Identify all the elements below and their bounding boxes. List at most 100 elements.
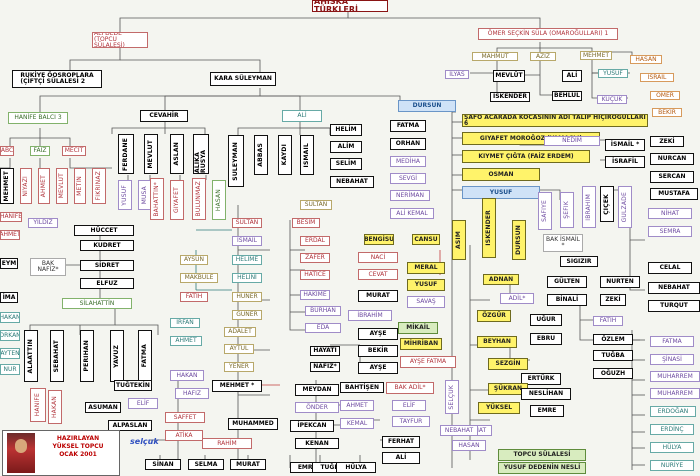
person-node-sultan-a: SULTAN	[300, 200, 332, 210]
person-node-ayten: AYTEN	[0, 348, 20, 359]
person-name: EMRAH	[297, 463, 323, 471]
person-node-helim: HELİM	[330, 124, 362, 136]
person-node-turqut: TURQUT	[648, 300, 700, 312]
person-node-tugba-r: TUĞBA	[593, 350, 633, 361]
person-name: GIYAFET	[173, 186, 180, 214]
person-node-ferhat: FERHAT	[382, 436, 420, 448]
person-node-cicek: ÇİÇEK	[600, 186, 614, 222]
person-node-lima: İMA	[0, 292, 18, 303]
person-name: HASAN	[458, 441, 480, 449]
person-name: SELİM	[335, 160, 357, 167]
person-name: TUĞBA	[320, 463, 344, 471]
person-name: SAFFET	[173, 413, 197, 421]
person-name: SEZGİN	[495, 360, 521, 367]
person-name: MİKAİL	[406, 324, 430, 331]
person-name: METİN	[76, 176, 83, 196]
person-name: ÖNDER	[306, 403, 328, 411]
person-name: İBRAHİM	[585, 193, 592, 221]
person-name: FAİZ	[33, 147, 47, 154]
person-name: UĞUR	[536, 316, 556, 323]
person-name: ELİF	[136, 399, 150, 407]
person-name: YÜKSEL	[485, 404, 513, 411]
person-name: SELMA	[194, 460, 218, 468]
person-node-sidret: SİDRET	[80, 260, 134, 271]
person-node-helime: HELİME	[232, 255, 262, 265]
person-name: SEBAHAT	[53, 339, 60, 373]
person-name: BAK NAFİZ*	[37, 260, 59, 273]
person-name: ALAATTİN	[27, 338, 34, 374]
person-node-hasan-o: HASAN	[630, 55, 662, 64]
person-node-sevgi: SEVGİ	[390, 173, 426, 184]
person-name: KAYDI	[281, 144, 288, 166]
person-node-eym: EYM	[0, 258, 18, 269]
person-node-mehmet-o: MEHMET	[580, 51, 612, 60]
person-node-baknafiz: BAK NAFİZ*	[30, 258, 66, 276]
person-name: MEHMET	[582, 51, 610, 59]
person-name: HAKAN	[51, 395, 58, 419]
person-name: İLYAS	[449, 70, 465, 78]
person-name: NESLİHAN	[528, 390, 564, 397]
person-node-karasuleyman: KARA SÜLEYMAN	[210, 72, 276, 86]
person-node-burhan: BURHAN	[305, 306, 341, 316]
person-node-ozgur: ÖZGÜR	[477, 310, 511, 322]
person-node-omer2: ÖMER	[650, 91, 680, 100]
person-name: BİNALİ	[555, 296, 579, 303]
person-node-hakime: HAKİME	[300, 290, 330, 300]
person-node-safiye: SAFİYE	[538, 192, 552, 230]
person-name: ERDAL	[305, 237, 325, 244]
person-name: İPEKCAN	[297, 422, 327, 429]
person-node-binali: BİNALİ	[547, 294, 587, 306]
person-name: NAFİZ*	[313, 363, 337, 370]
person-node-neriman: NERİMAN	[390, 190, 430, 201]
person-name: MUHAMMED	[232, 420, 274, 427]
person-name: EDA	[316, 324, 330, 331]
person-name: RUKİYE ÖOSROPLARA (ÇİFTÇİ SÜLALESİ 2	[20, 72, 94, 85]
person-node-fatma-s: FATMA	[138, 330, 152, 382]
person-node-aysun: AYSUN	[180, 255, 208, 265]
person-node-bekir-a: BEKİR	[358, 345, 398, 357]
person-node-dursun-d: DURSUN	[512, 220, 526, 260]
person-name: MURAT	[236, 460, 260, 468]
person-node-iskender-d: İSKENDER	[482, 198, 496, 258]
person-name: FATMA	[662, 337, 682, 345]
person-node-bengisu: BENGİSU	[364, 234, 394, 245]
person-name: ADALET	[228, 328, 252, 335]
person-name: İSRAİL	[647, 73, 667, 81]
person-node-faiz: FAİZ	[30, 146, 50, 156]
person-node-mikail: MİKAİL	[398, 322, 438, 334]
person-node-kucuk: KÜÇÜK	[597, 95, 627, 104]
person-name: SİLAHATTİN	[79, 299, 115, 307]
person-node-alidede: ALİ DEDE (TOPCU SÜLALESİ)	[92, 32, 148, 48]
person-name: SİNAN	[152, 460, 174, 468]
person-name: NEBAHAT	[336, 178, 368, 185]
person-name: NURİYE	[660, 461, 684, 469]
person-node-safo: ŞAFO ACARADA KOCASININ ADI TALİP HIÇIROG…	[462, 114, 648, 127]
person-name: SULTAN	[235, 219, 259, 226]
person-node-tugtekin: TUĞTEKİN	[114, 380, 152, 391]
person-node-yuksel: YÜKSEL	[478, 402, 520, 414]
person-node-nihat: NİHAT	[648, 208, 692, 219]
person-node-erdal: ERDAL	[300, 236, 330, 246]
person-node-yavuz: YAVUZ	[110, 330, 124, 382]
person-node-makbule: MAKBULE	[180, 273, 218, 283]
person-name: NUR	[3, 365, 17, 373]
person-node-erdogan: ERDOĞAN	[650, 406, 696, 417]
person-name: MERAL	[414, 264, 438, 271]
person-node-aziz: AZİZ	[530, 52, 556, 61]
person-node-saffet: SAFFET	[165, 412, 205, 423]
person-name: NİYAZİ	[22, 175, 29, 197]
person-node-selma: SELMA	[188, 459, 224, 470]
person-name: ELİF	[402, 401, 416, 409]
credit-line-3: OCAK 2001	[59, 451, 97, 459]
credit-line-1: HAZIRLAYAN	[56, 435, 100, 442]
person-name: BAK ADİL*	[394, 384, 426, 391]
person-name: NİHAT	[660, 209, 680, 217]
person-name: MEHMET	[3, 170, 10, 202]
person-name: FATİH	[599, 317, 617, 324]
person-name: ZEKİ	[605, 296, 621, 303]
person-name: NEBAHAT	[444, 426, 474, 434]
person-node-onder: ÖNDER	[295, 402, 339, 413]
person-name: AYŞE FATMA	[409, 358, 447, 365]
person-node-aslan: ASLAN	[170, 134, 184, 174]
person-node-atika: ATİKA	[165, 430, 203, 441]
